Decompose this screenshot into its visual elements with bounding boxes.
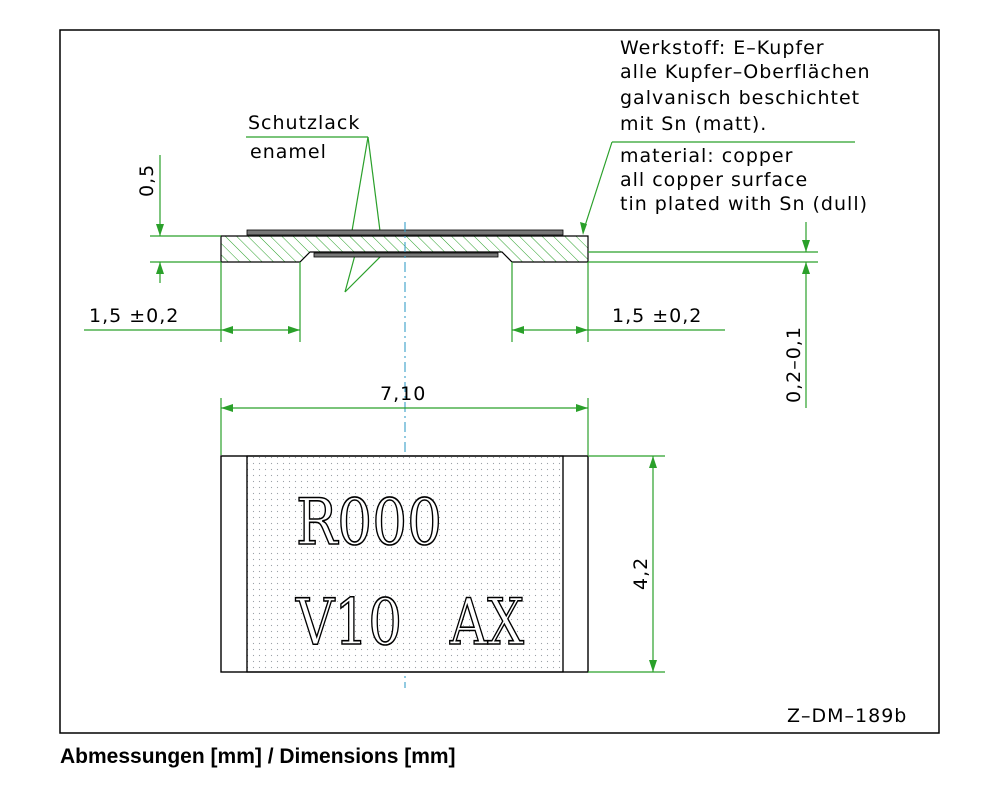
marking-line-2-right: AX: [449, 586, 524, 660]
enamel-area: [246, 455, 564, 673]
bottom-enamel-layer: [313, 252, 499, 258]
material-note-german: Werkstoff: E–Kupfer alle Kupfer–Oberfläc…: [620, 37, 871, 135]
drawing-id: Z–DM–189b: [787, 705, 907, 727]
coating-label-german: Schutzlack: [248, 112, 360, 134]
note-en-line-3: tin plated with Sn (dull): [620, 193, 868, 215]
material-note-english: material: copper all copper surface tin …: [620, 145, 868, 215]
note-de-line-4: mit Sn (matt).: [620, 113, 767, 135]
note-de-line-3: galvanisch beschichtet: [620, 87, 860, 109]
figure-caption: Abmessungen [mm] / Dimensions [mm]: [60, 745, 456, 768]
drawing-frame: [59, 29, 940, 734]
dim-right-pad-label: 1,5 ±0,2: [612, 305, 702, 327]
dim-left-pad-label: 1,5 ±0,2: [89, 305, 179, 327]
marking-line-1: R000: [296, 486, 442, 560]
dim-width-label: 4,2: [630, 557, 652, 590]
dim-length-label: 7,10: [380, 383, 426, 405]
note-de-line-2: alle Kupfer–Oberflächen: [620, 61, 871, 83]
coating-label-english: enamel: [250, 141, 327, 163]
dim-height-label: 0,5: [136, 164, 158, 197]
note-de-line-1: Werkstoff: E–Kupfer: [620, 37, 825, 59]
note-en-line-2: all copper surface: [620, 169, 808, 191]
top-view: R000 V10 AX: [220, 455, 589, 673]
note-en-line-1: material: copper: [620, 145, 793, 167]
marking-line-2-left: V10: [295, 586, 402, 660]
dim-recess-label: 0,2–0,1: [783, 326, 805, 403]
